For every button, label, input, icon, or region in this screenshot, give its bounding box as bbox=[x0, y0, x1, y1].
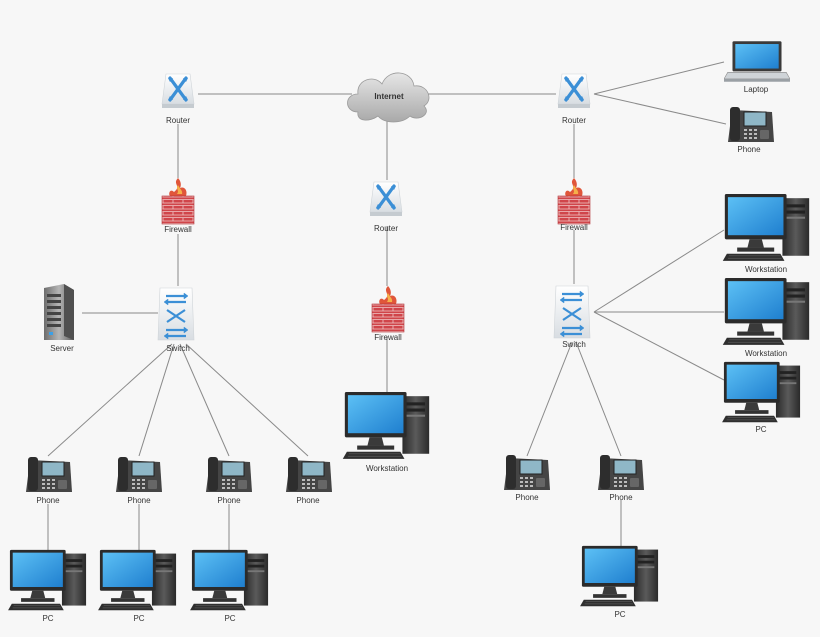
phone-label: Phone bbox=[515, 493, 539, 502]
connection-line bbox=[593, 93, 727, 125]
connection-line bbox=[593, 61, 725, 95]
phone-icon[interactable] bbox=[597, 454, 645, 491]
connection-line bbox=[593, 229, 725, 313]
pc-icon[interactable] bbox=[722, 361, 801, 423]
server-icon[interactable] bbox=[44, 284, 74, 340]
router-icon[interactable] bbox=[368, 180, 404, 218]
workstation-icon[interactable] bbox=[342, 391, 430, 460]
phone-icon[interactable] bbox=[285, 456, 333, 493]
router-label: Router bbox=[373, 224, 398, 233]
phone-icon[interactable] bbox=[205, 456, 253, 493]
pc-label: PC bbox=[42, 614, 54, 623]
pc-label: PC bbox=[224, 614, 236, 623]
connection-line bbox=[593, 311, 725, 381]
phone-label: Phone bbox=[737, 145, 761, 154]
workstation-icon[interactable] bbox=[722, 193, 810, 262]
connection-line bbox=[47, 343, 173, 457]
firewall-icon[interactable] bbox=[161, 177, 195, 225]
cloud-label: Internet bbox=[374, 92, 404, 101]
phone-icon[interactable] bbox=[503, 454, 551, 491]
router-label: Router bbox=[561, 116, 586, 125]
switch-icon[interactable] bbox=[156, 286, 196, 342]
workstation-label: Workstation bbox=[744, 349, 788, 358]
connection-lines bbox=[47, 61, 727, 550]
firewall-label: Firewall bbox=[164, 225, 192, 234]
connection-line bbox=[526, 341, 573, 457]
switch-icon[interactable] bbox=[552, 284, 592, 340]
phone-label: Phone bbox=[609, 493, 633, 502]
laptop-icon[interactable] bbox=[724, 40, 790, 83]
router-icon[interactable] bbox=[160, 72, 196, 110]
firewall-icon[interactable] bbox=[371, 285, 405, 333]
pc-icon[interactable] bbox=[98, 549, 177, 611]
firewall-icon[interactable] bbox=[557, 177, 591, 225]
switch-label: Switch bbox=[166, 344, 190, 353]
phone-icon[interactable] bbox=[25, 456, 73, 493]
firewall-label: Firewall bbox=[374, 333, 402, 342]
phone-label: Phone bbox=[296, 496, 320, 505]
phone-label: Phone bbox=[36, 496, 60, 505]
phone-label: Phone bbox=[127, 496, 151, 505]
pc-icon[interactable] bbox=[190, 549, 269, 611]
workstation-label: Workstation bbox=[365, 464, 409, 473]
pc-label: PC bbox=[133, 614, 145, 623]
router-label: Router bbox=[165, 116, 190, 125]
pc-icon[interactable] bbox=[580, 545, 659, 607]
laptop-label: Laptop bbox=[743, 85, 769, 94]
router-icon[interactable] bbox=[556, 72, 592, 110]
connection-line bbox=[138, 343, 175, 457]
workstation-label: Workstation bbox=[744, 265, 788, 274]
connection-line bbox=[185, 343, 309, 457]
connection-line bbox=[575, 341, 622, 457]
phone-label: Phone bbox=[217, 496, 241, 505]
pc-label: PC bbox=[755, 425, 767, 434]
pc-icon[interactable] bbox=[8, 549, 87, 611]
firewall-label: Firewall bbox=[560, 223, 588, 232]
workstation-icon[interactable] bbox=[722, 277, 810, 346]
switch-label: Switch bbox=[562, 340, 586, 349]
phone-icon[interactable] bbox=[727, 106, 775, 143]
internet-cloud-icon[interactable] bbox=[347, 72, 430, 123]
phone-icon[interactable] bbox=[115, 456, 163, 493]
connection-line bbox=[179, 343, 230, 457]
server-label: Server bbox=[50, 344, 74, 353]
pc-label: PC bbox=[614, 610, 626, 619]
